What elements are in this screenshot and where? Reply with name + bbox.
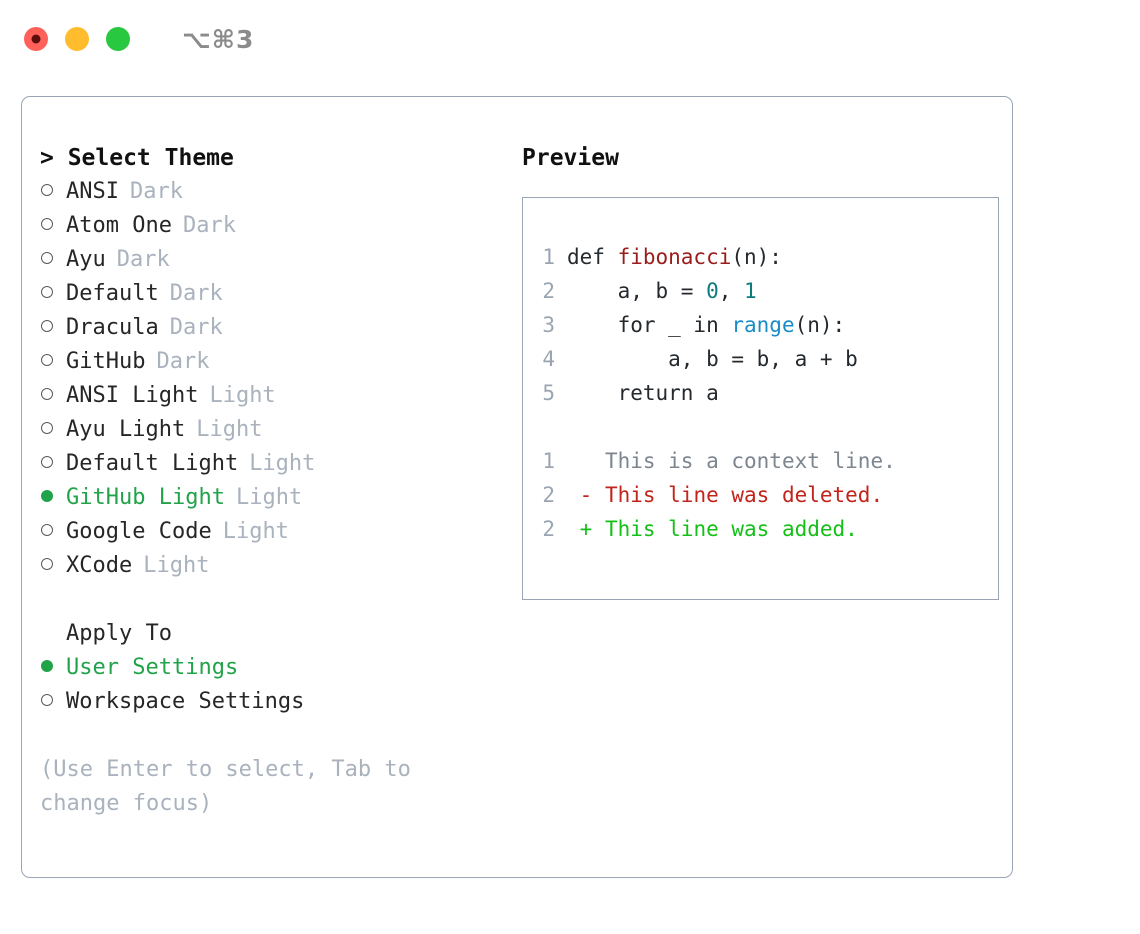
line-number: 1 <box>542 245 555 269</box>
apply-to-label: Workspace Settings <box>66 689 305 714</box>
code-token: fibonacci <box>617 245 732 269</box>
window-controls <box>24 27 130 51</box>
section-spacer <box>40 583 502 617</box>
theme-name: ANSI Light <box>66 383 199 408</box>
diff-text: This is a context line. <box>604 449 896 473</box>
theme-variant-tag: Light <box>209 383 276 408</box>
theme-list-item[interactable]: ANSI Light Light <box>40 379 502 413</box>
theme-name: Dracula <box>66 315 159 340</box>
theme-name: Ayu Light <box>66 417 186 442</box>
line-number: 2 <box>542 517 555 541</box>
diff-sign: - <box>567 483 605 507</box>
diff-sign: + <box>567 517 605 541</box>
theme-list-item[interactable]: Atom One Dark <box>40 209 502 243</box>
code-token: 1 <box>744 279 757 303</box>
code-diff-spacer <box>541 410 998 444</box>
close-button[interactable] <box>24 27 48 51</box>
theme-list-item[interactable]: ANSI Dark <box>40 175 502 209</box>
line-number: 2 <box>542 483 555 507</box>
line-number: 3 <box>542 313 555 337</box>
diff-line: 1 This is a context line. <box>541 444 998 478</box>
select-theme-header: > Select Theme <box>40 145 234 171</box>
diff-line: 2 + This line was added. <box>541 512 998 546</box>
diff-text: This line was deleted. <box>604 483 884 507</box>
code-line: 2 a, b = 0, 1 <box>541 274 998 308</box>
code-line: 4 a, b = b, a + b <box>541 342 998 376</box>
code-token: def <box>567 245 618 269</box>
theme-name: GitHub <box>66 349 146 374</box>
theme-variant-tag: Dark <box>182 213 236 238</box>
diff-sign <box>567 449 605 473</box>
theme-name: Atom One <box>66 213 172 238</box>
diff-line: 2 - This line was deleted. <box>541 478 998 512</box>
apply-to-item[interactable]: User Settings <box>40 651 502 685</box>
diff-text: This line was added. <box>604 517 858 541</box>
apply-to-label: User Settings <box>66 655 239 680</box>
keyboard-shortcut-label: ⌥⌘3 <box>182 24 255 54</box>
theme-variant-tag: Light <box>235 485 303 510</box>
code-token: for _ in <box>567 313 732 337</box>
line-number: 1 <box>542 449 555 473</box>
code-token: a, b = <box>567 279 707 303</box>
theme-list-item[interactable]: GitHub Light Light <box>40 481 502 515</box>
code-token: range <box>731 313 795 337</box>
theme-name: GitHub Light <box>66 485 225 510</box>
theme-name: ANSI <box>66 179 119 204</box>
code-token: 0 <box>706 279 719 303</box>
line-number: 2 <box>542 279 555 303</box>
theme-list-item[interactable]: Default Dark <box>40 277 502 311</box>
code-line: 5 return a <box>541 376 998 410</box>
code-line: 3 for _ in range(n): <box>541 308 998 342</box>
code-token: (n): <box>794 313 846 337</box>
window-titlebar: ⌥⌘3 <box>0 0 1140 78</box>
line-number: 5 <box>542 381 555 405</box>
zoom-button[interactable] <box>106 27 130 51</box>
code-token: return a <box>567 381 719 405</box>
diff-sample: 1 This is a context line.2 - This line w… <box>541 444 998 546</box>
theme-list-item[interactable]: Default Light Light <box>40 447 502 481</box>
theme-list-item[interactable]: Ayu Light Light <box>40 413 502 447</box>
theme-list-item[interactable]: Dracula Dark <box>40 311 502 345</box>
code-token: a, b = b, a + b <box>567 347 858 371</box>
minimize-button[interactable] <box>65 27 89 51</box>
theme-variant-tag: Dark <box>116 247 170 272</box>
theme-variant-tag: Dark <box>169 281 223 306</box>
keyboard-hint: (Use Enter to select, Tab to change focu… <box>40 757 411 816</box>
theme-list-item[interactable]: Ayu Dark <box>40 243 502 277</box>
theme-variant-tag: Light <box>143 553 210 578</box>
theme-variant-tag: Dark <box>156 349 210 374</box>
theme-variant-tag: Light <box>196 417 263 442</box>
code-token: , <box>718 279 745 303</box>
apply-to-header: Apply To <box>66 621 172 646</box>
theme-list-item[interactable]: GitHub Dark <box>40 345 502 379</box>
theme-variant-tag: Light <box>222 519 289 544</box>
line-number: 4 <box>542 347 555 371</box>
theme-name: Default <box>66 281 159 306</box>
code-token: (n): <box>731 245 782 269</box>
apply-to-item[interactable]: Workspace Settings <box>40 685 502 719</box>
theme-name: XCode <box>66 553 133 578</box>
preview-title: Preview <box>522 145 619 171</box>
theme-list-item[interactable]: Google Code Light <box>40 515 502 549</box>
code-line: 1 def fibonacci(n): <box>541 240 998 274</box>
theme-variant-tag: Dark <box>169 315 223 340</box>
theme-name: Default Light <box>66 451 239 476</box>
theme-variant-tag: Light <box>249 451 316 476</box>
theme-variant-tag: Dark <box>129 179 183 204</box>
theme-list-item[interactable]: XCode Light <box>40 549 502 583</box>
theme-name: Google Code <box>66 519 212 544</box>
theme-name: Ayu <box>66 247 106 272</box>
